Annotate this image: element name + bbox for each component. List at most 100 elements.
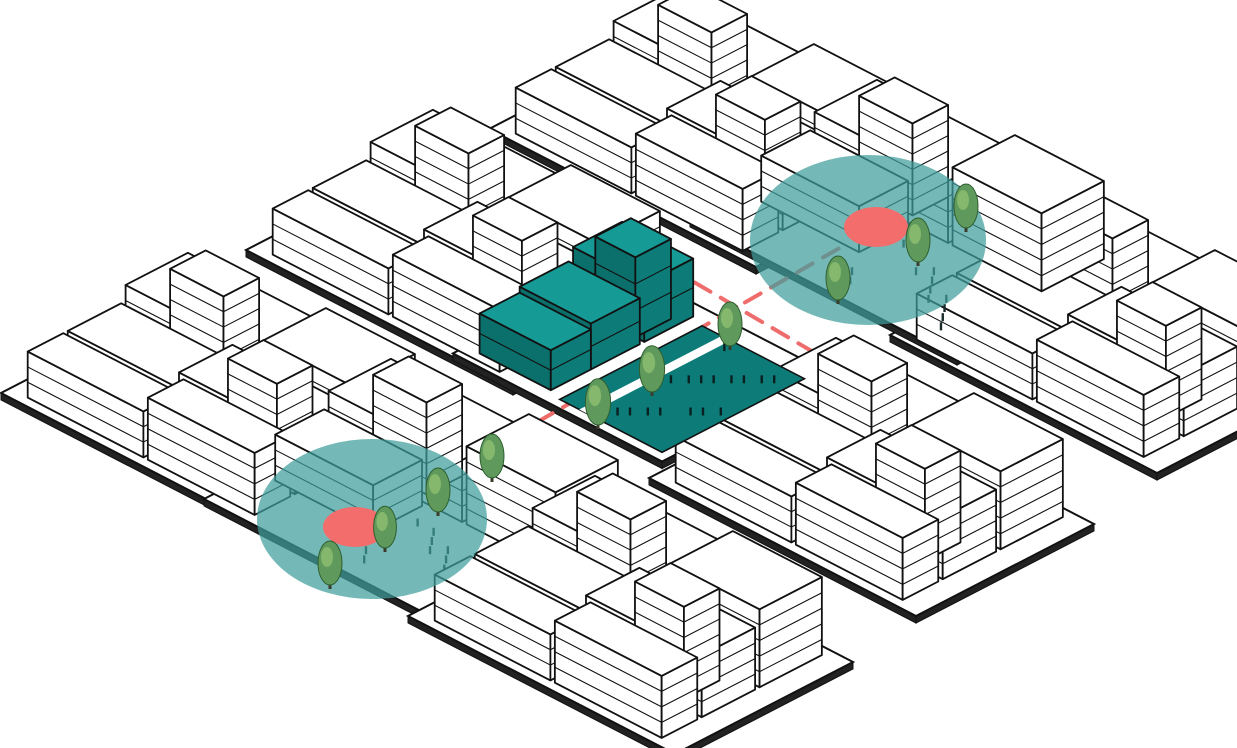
floor-line	[817, 368, 908, 398]
tree-highlight	[588, 385, 602, 407]
floor-line	[952, 198, 1105, 246]
block-south-east-buildings	[674, 334, 1064, 601]
tree-9	[953, 183, 979, 232]
building-roof	[146, 378, 292, 454]
building-roof	[715, 75, 802, 121]
tree-8	[905, 217, 931, 266]
floor-line	[472, 245, 558, 273]
floor-line	[634, 611, 720, 639]
building-roof	[518, 260, 641, 325]
residential-building	[553, 601, 699, 739]
building-roof	[372, 355, 464, 404]
building-roof	[553, 601, 699, 677]
tree-highlight	[642, 352, 656, 374]
floor-line	[657, 19, 748, 49]
building-roof	[514, 68, 668, 149]
person	[700, 375, 703, 384]
building-roof	[794, 463, 940, 539]
person	[616, 407, 619, 416]
tree-highlight	[909, 224, 921, 244]
hub-core-south-west	[323, 507, 387, 547]
floor-line	[372, 404, 463, 434]
building-roof	[817, 334, 908, 383]
person	[719, 407, 722, 416]
floor-line	[875, 473, 961, 501]
building-roof	[414, 106, 506, 155]
floor-line	[554, 651, 698, 708]
tree-6	[717, 301, 743, 350]
floor-line	[576, 506, 667, 536]
hub-core-north-east	[844, 207, 908, 247]
building-roof	[657, 0, 748, 34]
building-roof	[634, 562, 721, 608]
tree-highlight	[321, 547, 333, 567]
building-roof	[875, 424, 962, 470]
floor-line	[858, 125, 949, 155]
floor-line	[1036, 370, 1180, 427]
floor-line	[554, 635, 698, 693]
building-roof	[634, 114, 780, 190]
floor-line	[795, 513, 939, 570]
building-roof	[1116, 281, 1203, 327]
building-roof	[169, 249, 261, 298]
tree-1	[373, 505, 397, 552]
tree-highlight	[829, 262, 841, 282]
block-west-buildings	[26, 249, 416, 516]
floor-line	[554, 666, 698, 724]
person	[939, 322, 943, 331]
tree-highlight	[721, 308, 733, 328]
person	[772, 375, 776, 384]
block-south-buildings	[433, 472, 823, 739]
floor-line	[657, 34, 748, 64]
person	[689, 407, 692, 416]
tree-5	[638, 345, 666, 396]
building-roof	[1151, 249, 1237, 327]
floor-line	[634, 596, 720, 623]
floor-line	[227, 388, 313, 416]
floor-line	[169, 283, 260, 313]
tree-7	[825, 255, 851, 304]
building-roof	[951, 134, 1105, 215]
floor-line	[372, 389, 463, 419]
person	[712, 375, 715, 384]
floor-line	[227, 373, 313, 400]
building-roof	[576, 472, 667, 521]
tree-highlight	[957, 190, 969, 210]
person	[730, 375, 733, 384]
building-roof	[1035, 320, 1181, 396]
person	[646, 407, 650, 416]
building-roof	[472, 196, 559, 242]
floor-line	[169, 298, 260, 328]
person	[659, 407, 662, 416]
floor-line	[414, 140, 505, 170]
floor-line	[1036, 354, 1180, 412]
person	[723, 343, 726, 352]
tree-highlight	[483, 440, 495, 460]
floor-line	[715, 124, 801, 152]
floor-line	[657, 50, 748, 80]
building-roof	[271, 189, 425, 270]
floor-line	[817, 399, 908, 429]
floor-line	[1116, 315, 1202, 342]
floor-line	[715, 109, 801, 136]
building-roof	[26, 332, 180, 413]
floor-line	[1116, 330, 1202, 358]
building-roof	[669, 530, 823, 611]
block-buildings	[26, 0, 1237, 739]
person	[760, 375, 763, 384]
residential-building	[1035, 320, 1181, 458]
person	[943, 304, 946, 312]
floor-line	[414, 171, 505, 201]
floor-line	[372, 420, 463, 450]
floor-line	[795, 497, 939, 555]
building-roof	[858, 76, 949, 125]
floor-line	[817, 383, 908, 413]
floor-line	[952, 182, 1105, 230]
tree-2	[425, 467, 451, 516]
floor-line	[576, 537, 667, 567]
person	[742, 375, 746, 384]
residential-building	[794, 463, 940, 601]
trees	[317, 183, 979, 589]
building-roof	[478, 291, 592, 352]
